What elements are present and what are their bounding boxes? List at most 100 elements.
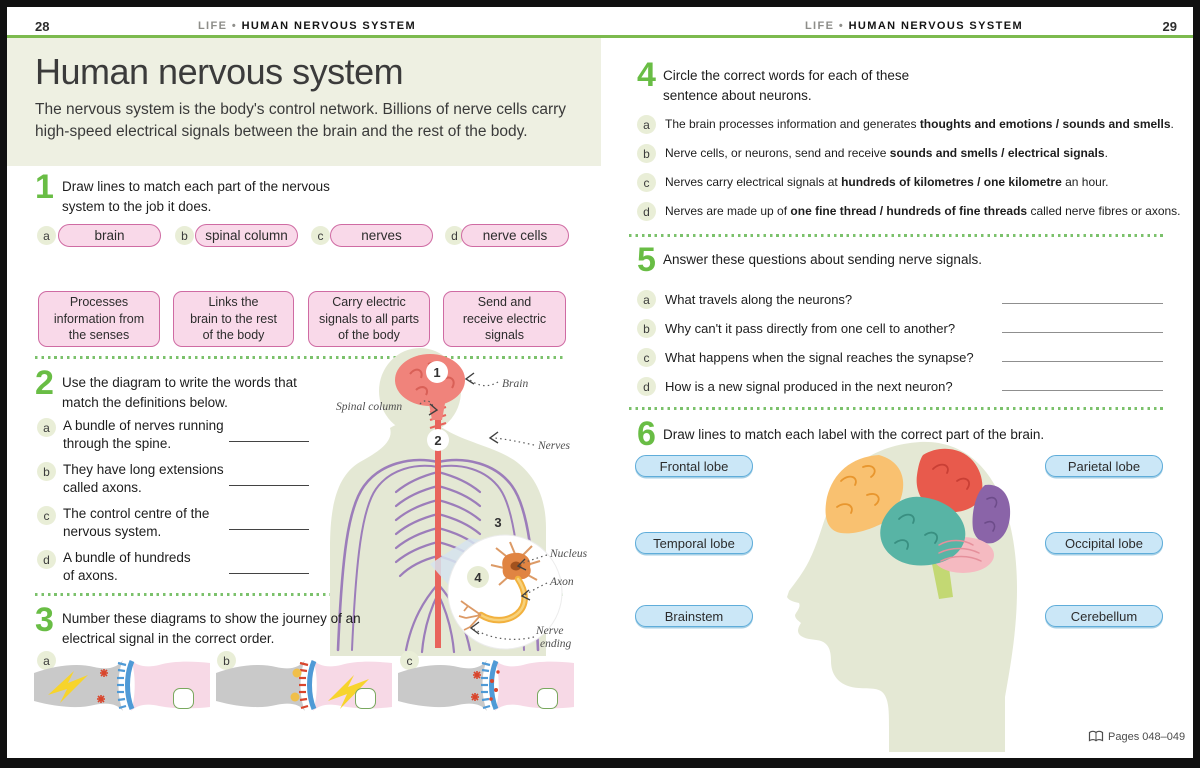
item-letter: c: [637, 348, 656, 367]
answer-blank[interactable]: [1002, 332, 1163, 333]
choice-words[interactable]: thoughts and emotions / sounds and smell…: [919, 117, 1171, 131]
item-letter: b: [37, 462, 56, 481]
running-head-left: LIFE • HUMAN NERVOUS SYSTEM: [102, 20, 512, 32]
label-nerve-ending: ending: [540, 638, 572, 650]
synapse-membrane: [307, 660, 317, 710]
answer-blank[interactable]: [229, 441, 309, 442]
frontal-folds: [836, 465, 880, 514]
order-answer-box[interactable]: [537, 688, 558, 709]
intro-text: The nervous system is the body's control…: [35, 101, 567, 140]
running-head-topic: HUMAN NERVOUS SYSTEM: [848, 20, 1024, 32]
job-box-links[interactable]: Links the brain to the rest of the body: [173, 291, 294, 347]
definition-text: A bundle of hundreds of axons.: [63, 550, 191, 584]
question-text: What travels along the neurons?: [665, 292, 853, 307]
label-nucleus: Nucleus: [549, 548, 588, 560]
axon-terminal: [216, 660, 305, 711]
neuron-nucleus: [510, 561, 522, 571]
marker-circle-4: [467, 566, 489, 588]
exercise-3-number: 3: [35, 601, 54, 639]
item-letter: c: [37, 506, 56, 525]
term-box-nerves[interactable]: nerves: [330, 224, 433, 247]
signal-sparks: [97, 669, 108, 703]
item-letter: a: [37, 418, 56, 437]
header-rule: [7, 35, 1193, 38]
sentence-text: Nerves are made up of one fine thread / …: [665, 204, 1181, 218]
label-box-frontal-lobe[interactable]: Frontal lobe: [635, 455, 753, 477]
page-title: Human nervous system: [35, 51, 404, 92]
neuron-nerve-endings: [458, 600, 482, 631]
running-head-right: LIFE • HUMAN NERVOUS SYSTEM: [709, 20, 1119, 32]
axon-terminal: [34, 660, 123, 711]
page-number-left: 28: [35, 19, 50, 34]
pages-reference: Pages 048–049: [1108, 731, 1186, 743]
job-box-processes[interactable]: Processes information from the senses: [38, 291, 160, 347]
choice-words[interactable]: hundreds of kilometres / one kilometre: [841, 175, 1062, 189]
temporal-folds: [894, 513, 938, 550]
leader-arrowheads: [428, 372, 531, 635]
definition-text: A bundle of nerves running through the s…: [63, 418, 224, 452]
exercise-5-number: 5: [637, 241, 656, 279]
exercise-3-prompt: Number these diagrams to show the journe…: [62, 611, 361, 646]
receptor-teeth: [481, 661, 491, 710]
term-box-nerve-cells[interactable]: nerve cells: [461, 224, 569, 247]
label-box-parietal-lobe[interactable]: Parietal lobe: [1045, 455, 1163, 477]
axon-terminal: [398, 660, 487, 711]
answer-blank[interactable]: [229, 529, 309, 530]
answer-blank[interactable]: [229, 485, 309, 486]
item-letter: d: [445, 226, 464, 245]
synapse-membrane: [489, 660, 499, 710]
term-box-brain[interactable]: brain: [58, 224, 161, 247]
label-nerve-ending: Nerve: [535, 625, 563, 637]
label-leaders: [419, 379, 548, 640]
sentence-text: The brain processes information and gene…: [665, 117, 1174, 131]
choice-words[interactable]: sounds and smells / electrical signals: [889, 146, 1105, 160]
label-box-cerebellum[interactable]: Cerebellum: [1045, 605, 1163, 627]
item-letter: b: [637, 144, 656, 163]
section-divider: [629, 234, 1165, 237]
exercise-1-number: 1: [35, 168, 54, 206]
diagram-number-1: 1: [433, 365, 440, 380]
electrical-signal-bolt: [328, 675, 369, 709]
answer-blank[interactable]: [1002, 361, 1163, 362]
choice-words[interactable]: one fine thread / hundreds of fine threa…: [790, 204, 1028, 218]
synapse-membrane: [125, 660, 135, 710]
order-answer-box[interactable]: [355, 688, 376, 709]
label-box-occipital-lobe[interactable]: Occipital lobe: [1045, 532, 1163, 554]
job-box-send[interactable]: Send and receive electric signals: [443, 291, 566, 347]
sentence-row: d Nerves are made up of one fine thread …: [637, 202, 1181, 221]
book-icon: [1088, 730, 1104, 742]
page-number-right: 29: [1162, 19, 1177, 34]
label-box-brainstem[interactable]: Brainstem: [635, 605, 753, 627]
neurotransmitter-vesicle: [290, 692, 300, 702]
sentence-row: b Nerve cells, or neurons, send and rece…: [637, 144, 1108, 163]
answer-blank[interactable]: [1002, 390, 1163, 391]
item-letter: a: [637, 115, 656, 134]
item-letter: c: [311, 226, 330, 245]
item-letter: d: [637, 202, 656, 221]
running-head-topic: HUMAN NERVOUS SYSTEM: [241, 20, 417, 32]
sentence-text: Nerves carry electrical signals at hundr…: [665, 175, 1109, 189]
item-letter: d: [37, 550, 56, 569]
workbook-spread: 28 LIFE • HUMAN NERVOUS SYSTEM LIFE • HU…: [7, 7, 1193, 758]
item-letter: c: [400, 651, 419, 670]
answer-blank[interactable]: [1002, 303, 1163, 304]
label-spinal-column: Spinal column: [336, 401, 402, 413]
electrical-signal-bolt: [48, 671, 88, 703]
neurotransmitter-vesicle: [292, 668, 302, 678]
label-axon: Axon: [549, 576, 574, 588]
section-divider: [629, 407, 1165, 410]
exercise-2-number: 2: [35, 364, 54, 402]
exercise-6-number: 6: [637, 415, 656, 453]
order-answer-box[interactable]: [173, 688, 194, 709]
question-row: b Why can't it pass directly from one ce…: [637, 319, 955, 338]
nervous-system-diagram: 1 2 3 4 Spinal column Brain Nerves Nucle…: [330, 348, 588, 656]
label-brain: Brain: [502, 378, 528, 390]
running-head-bullet: •: [838, 20, 845, 32]
job-box-carry[interactable]: Carry electric signals to all parts of t…: [308, 291, 430, 347]
label-box-temporal-lobe[interactable]: Temporal lobe: [635, 532, 753, 554]
answer-blank[interactable]: [229, 573, 309, 574]
term-box-spinal-column[interactable]: spinal column: [195, 224, 298, 247]
exercise-2-prompt: Use the diagram to write the words that …: [62, 375, 297, 410]
diagram-number-3: 3: [494, 515, 501, 530]
exercise-4-number: 4: [637, 56, 656, 94]
